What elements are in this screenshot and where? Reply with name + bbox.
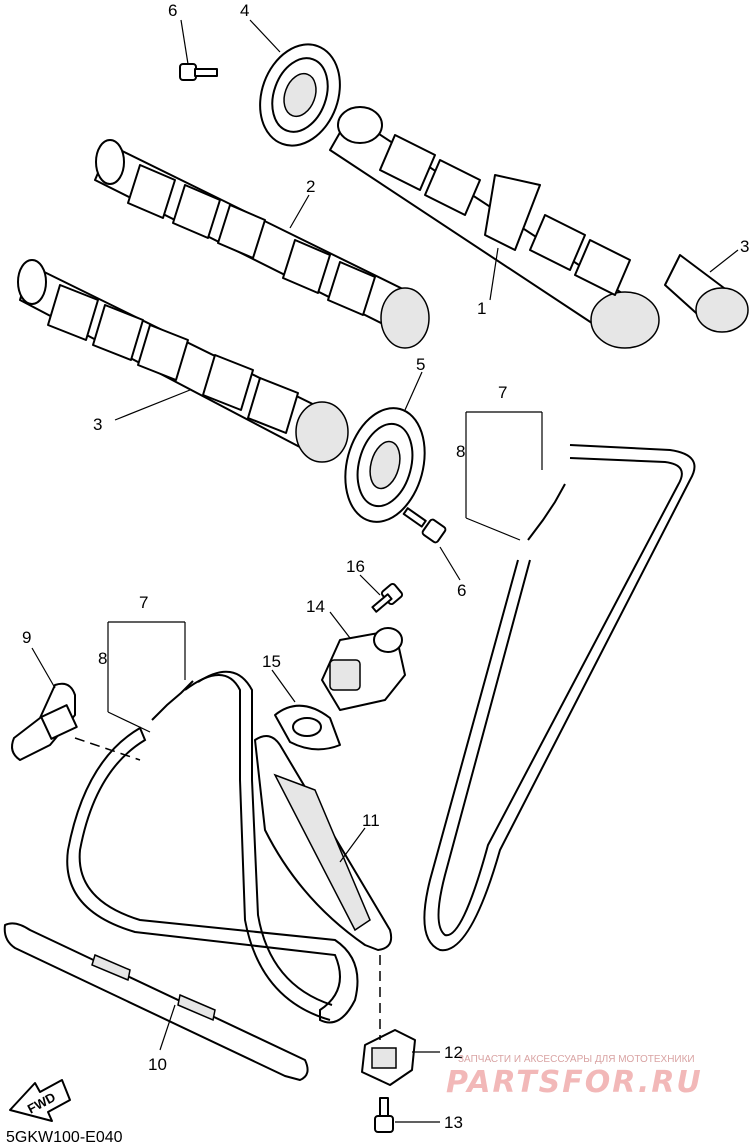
bolt-6-middle [402,507,447,544]
camshaft-3-right-end [664,254,749,333]
forward-direction-icon: FWD [9,1079,71,1122]
callout-9: 9 [22,628,31,647]
callout-15: 15 [262,652,281,671]
leader-lines [31,19,739,1123]
callout-7-left: 7 [139,593,148,612]
callout-1: 1 [477,299,486,318]
callout-6-middle: 6 [457,581,466,600]
callout-5: 5 [416,355,425,374]
callout-6-top: 6 [168,1,177,20]
callout-13: 13 [444,1113,463,1132]
chain-guide-stopper-9 [11,682,78,761]
callout-8-right: 8 [456,442,465,461]
camshaft-3-left [17,259,349,463]
chain-tensioner-guide-11 [254,735,393,951]
callout-7-right: 7 [498,383,507,402]
callout-8-left: 8 [98,649,107,668]
cam-chain-right [423,444,696,952]
gasket-15 [274,704,341,751]
callout-16: 16 [346,557,365,576]
bolt-13 [374,1097,394,1133]
guide-holder-12 [361,1029,416,1086]
callout-14: 14 [306,597,325,616]
bolt-6-top [179,63,218,81]
diagram-code: 5GKW100-E040 [6,1129,123,1146]
callout-3-right: 3 [740,237,749,256]
camshaft-2 [94,139,430,349]
cam-chain-tensioner-14 [321,627,406,711]
callout-numbers: 6 4 2 3 1 5 7 3 8 16 6 7 14 9 8 15 11 12… [22,1,749,1132]
camshaft-1 [329,106,660,349]
cam-sprocket-4 [259,43,341,147]
cam-chain-left [66,670,359,1024]
cam-sprocket-5 [344,407,426,523]
callout-12: 12 [444,1043,463,1062]
callout-2: 2 [306,177,315,196]
watermark-brand: PARTSFOR.RU [446,1065,703,1100]
callout-10: 10 [148,1055,167,1074]
callout-11: 11 [362,811,380,830]
bolt-16 [371,582,404,613]
callout-4: 4 [240,1,249,20]
chain-guide-10 [3,922,309,1081]
watermark-tagline: ЗАПЧАСТИ И АКСЕССУАРЫ ДЛЯ МОТОТЕХНИКИ [458,1054,695,1065]
assembly-line-stopper [74,737,141,761]
watermark: ЗАПЧАСТИ И АКСЕССУАРЫ ДЛЯ МОТОТЕХНИКИ PA… [446,1054,703,1100]
callout-3-left: 3 [93,415,102,434]
